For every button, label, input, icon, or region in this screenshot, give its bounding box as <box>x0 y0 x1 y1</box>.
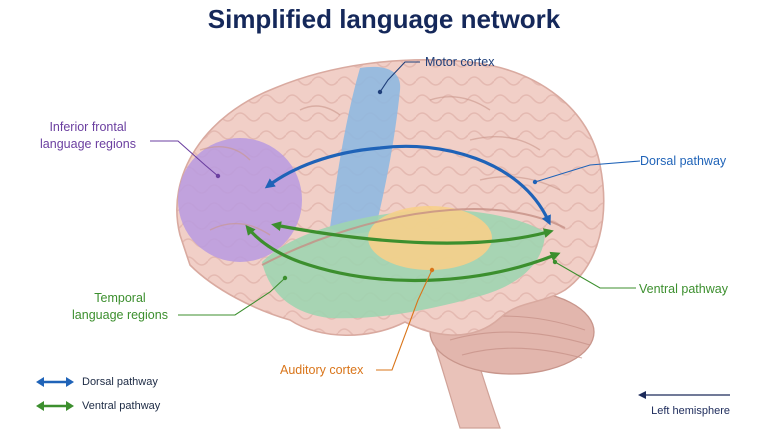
legend-label-dorsal: Dorsal pathway <box>82 376 158 388</box>
ventral-pathway-arrow-lower <box>245 224 561 283</box>
auditory-cortex-label: Auditory cortex <box>280 363 364 377</box>
double-arrow-icon <box>36 377 74 387</box>
dorsal-pathway-arrow <box>264 144 551 226</box>
left-arrow-icon <box>638 391 730 399</box>
inferior-frontal-label-line2: language regions <box>40 137 136 151</box>
dorsal-pathway-label: Dorsal pathway <box>640 154 727 168</box>
inferior-frontal-region <box>178 138 302 262</box>
double-arrow-icon <box>36 401 74 411</box>
inferior-frontal-label: Inferior frontal language regions <box>28 119 148 153</box>
motor-leader <box>379 61 420 93</box>
legend-item-dorsal: Dorsal pathway <box>36 376 158 388</box>
dorsal-leader <box>534 160 641 183</box>
motor-cortex-label: Motor cortex <box>425 55 495 69</box>
legend-item-ventral: Ventral pathway <box>36 400 160 412</box>
auditory-leader <box>376 269 433 371</box>
ventral-leader <box>554 261 636 289</box>
ventral-pathway-label: Ventral pathway <box>639 282 728 296</box>
frontal-leader <box>150 140 219 177</box>
diagram-title: Simplified language network <box>207 4 561 34</box>
hemisphere-label: Left hemisphere <box>651 405 730 417</box>
temporal-label-line1: Temporal <box>94 291 146 305</box>
auditory-cortex-region <box>368 206 492 270</box>
temporal-label: Temporal language regions <box>62 290 178 324</box>
temporal-leader <box>178 277 286 316</box>
temporal-label-line2: language regions <box>72 308 168 322</box>
legend-label-ventral: Ventral pathway <box>82 400 161 412</box>
inferior-frontal-label-line1: Inferior frontal <box>49 120 127 134</box>
